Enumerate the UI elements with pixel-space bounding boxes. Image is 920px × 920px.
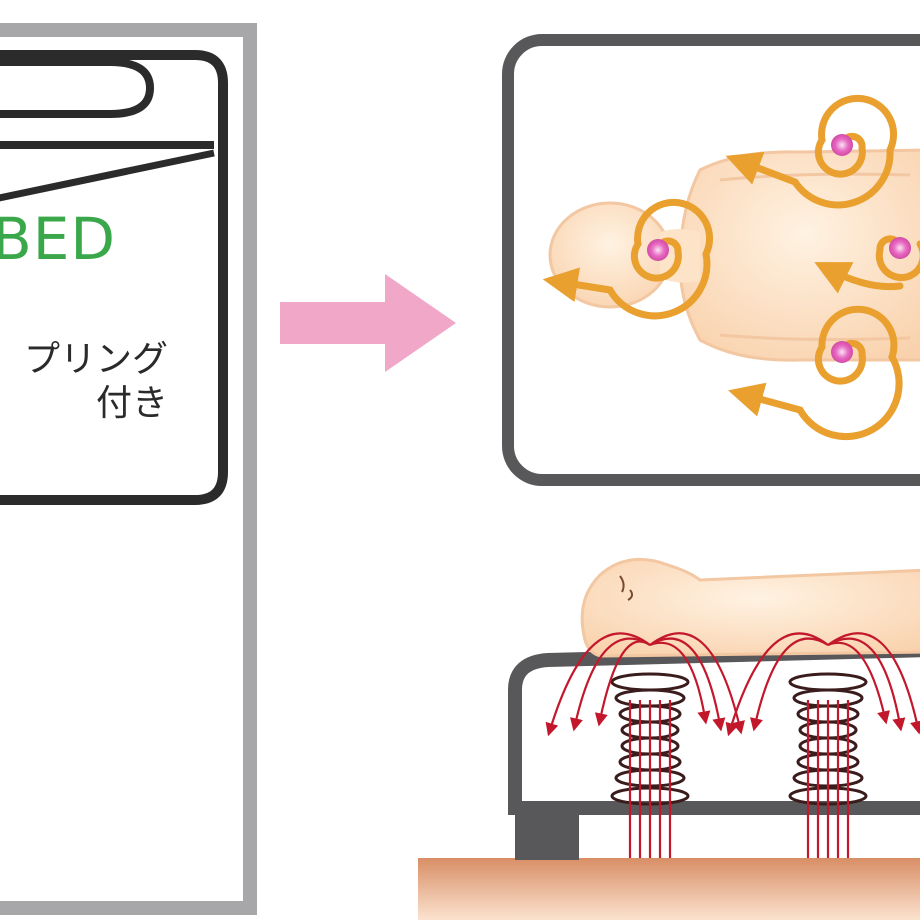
bed-outline: [0, 50, 228, 505]
swirl-arrow-icon: [728, 305, 903, 441]
force-arrow-icon: [649, 637, 726, 732]
floor: [418, 858, 920, 920]
force-arrow-icon: [649, 632, 745, 735]
spring-label-line2: 付き: [95, 383, 168, 424]
bed-label: BED: [0, 205, 117, 273]
swirl-arrow-icon: [830, 235, 920, 287]
bed-leg: [515, 808, 579, 860]
force-arrow-icon: [725, 632, 829, 737]
pressure-dot: [831, 134, 853, 156]
body-side-view: [580, 557, 920, 658]
swirl-arrow-icon: [725, 94, 898, 209]
top-view-panel: [502, 34, 920, 486]
mattress-frame: [508, 643, 920, 815]
room-frame: [0, 23, 257, 915]
swirl-arrow-icon: [542, 198, 714, 320]
blanket-diagonal-line: [0, 149, 215, 202]
pressure-dot: [889, 237, 911, 259]
force-arrow-icon: [545, 632, 651, 737]
force-arrow-icon: [827, 637, 906, 732]
force-arrow-icon: [570, 637, 651, 732]
pillow: [0, 58, 155, 118]
force-arrow-icon: [594, 640, 651, 727]
pressure-dot: [647, 239, 669, 261]
force-arrow-icon: [827, 632, 920, 735]
force-arrow-group: [545, 632, 920, 737]
pressure-dot: [831, 341, 853, 363]
bed-top-view: [0, 23, 257, 915]
force-arrow-icon: [827, 641, 890, 725]
force-arrow-icon: [649, 641, 711, 725]
force-arrow-icon: [750, 637, 829, 732]
side-view: [418, 557, 920, 920]
arrow-right-icon: [280, 274, 456, 372]
spring-label-line1: プリング: [23, 339, 168, 380]
swirl-group: [542, 94, 920, 441]
force-lines-down: [628, 700, 850, 858]
